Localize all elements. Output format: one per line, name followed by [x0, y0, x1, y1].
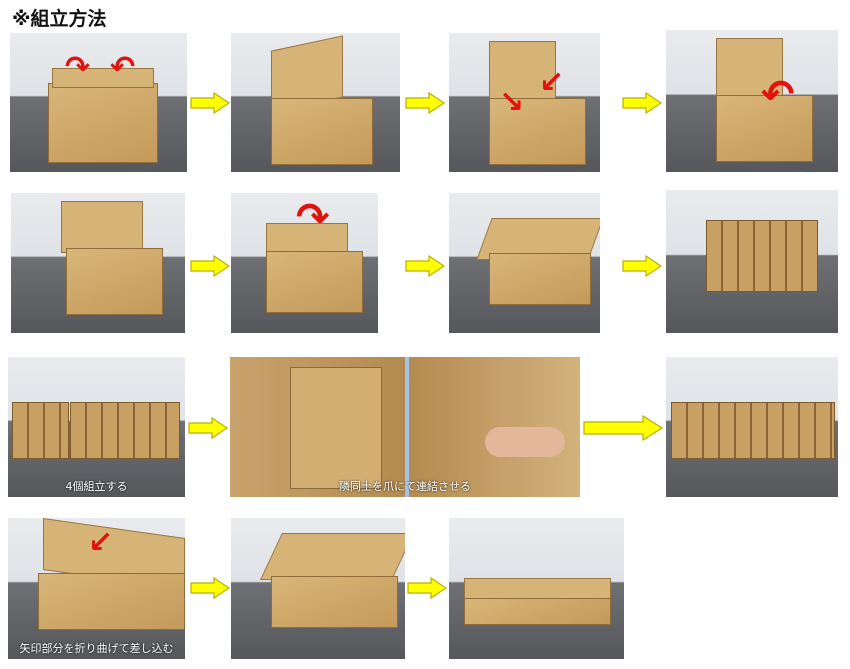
red-arrow-icon: ↙: [539, 65, 565, 100]
next-arrow-icon: [190, 577, 230, 599]
step-photo-9: 4個組立する: [8, 357, 185, 497]
red-arrow-icon: ↷: [296, 195, 330, 241]
caption: 矢印部分を折り曲げて差し込む: [19, 642, 174, 655]
step-photo-12: ↙ 矢印部分を折り曲げて差し込む: [8, 518, 185, 659]
step-photo-6: ↷: [231, 193, 378, 333]
step-photo-2: [231, 33, 400, 172]
next-arrow-icon: [188, 417, 228, 439]
step-photo-3: ↘ ↙: [449, 33, 600, 172]
next-arrow-icon: [190, 92, 230, 114]
step-photo-13: [231, 518, 405, 659]
red-arrow-icon: ↶: [110, 50, 136, 85]
next-arrow-icon: [405, 92, 445, 114]
next-arrow-icon: [622, 92, 662, 114]
caption: 隣同士を爪にて連結させる: [339, 480, 471, 493]
next-arrow-icon: [622, 255, 662, 277]
step-photo-1: ↷ ↶: [10, 33, 187, 172]
step-photo-5: [11, 193, 185, 333]
next-arrow-icon: [190, 255, 230, 277]
red-arrow-icon: ↙: [88, 525, 114, 560]
step-photo-14: [449, 518, 624, 659]
step-photo-7: [449, 193, 600, 333]
step-photo-10: 隣同士を爪にて連結させる: [230, 357, 580, 497]
next-arrow-icon: [583, 415, 663, 441]
caption: 4個組立する: [65, 480, 128, 493]
page-title: ※組立方法: [12, 8, 107, 30]
red-arrow-icon: ↘: [499, 85, 525, 120]
step-photo-4: ↶: [666, 30, 838, 172]
step-photo-11: [666, 357, 838, 497]
next-arrow-icon: [407, 577, 447, 599]
next-arrow-icon: [405, 255, 445, 277]
red-arrow-icon: ↶: [761, 72, 795, 118]
red-arrow-icon: ↷: [65, 50, 91, 85]
step-photo-8: [666, 190, 838, 333]
